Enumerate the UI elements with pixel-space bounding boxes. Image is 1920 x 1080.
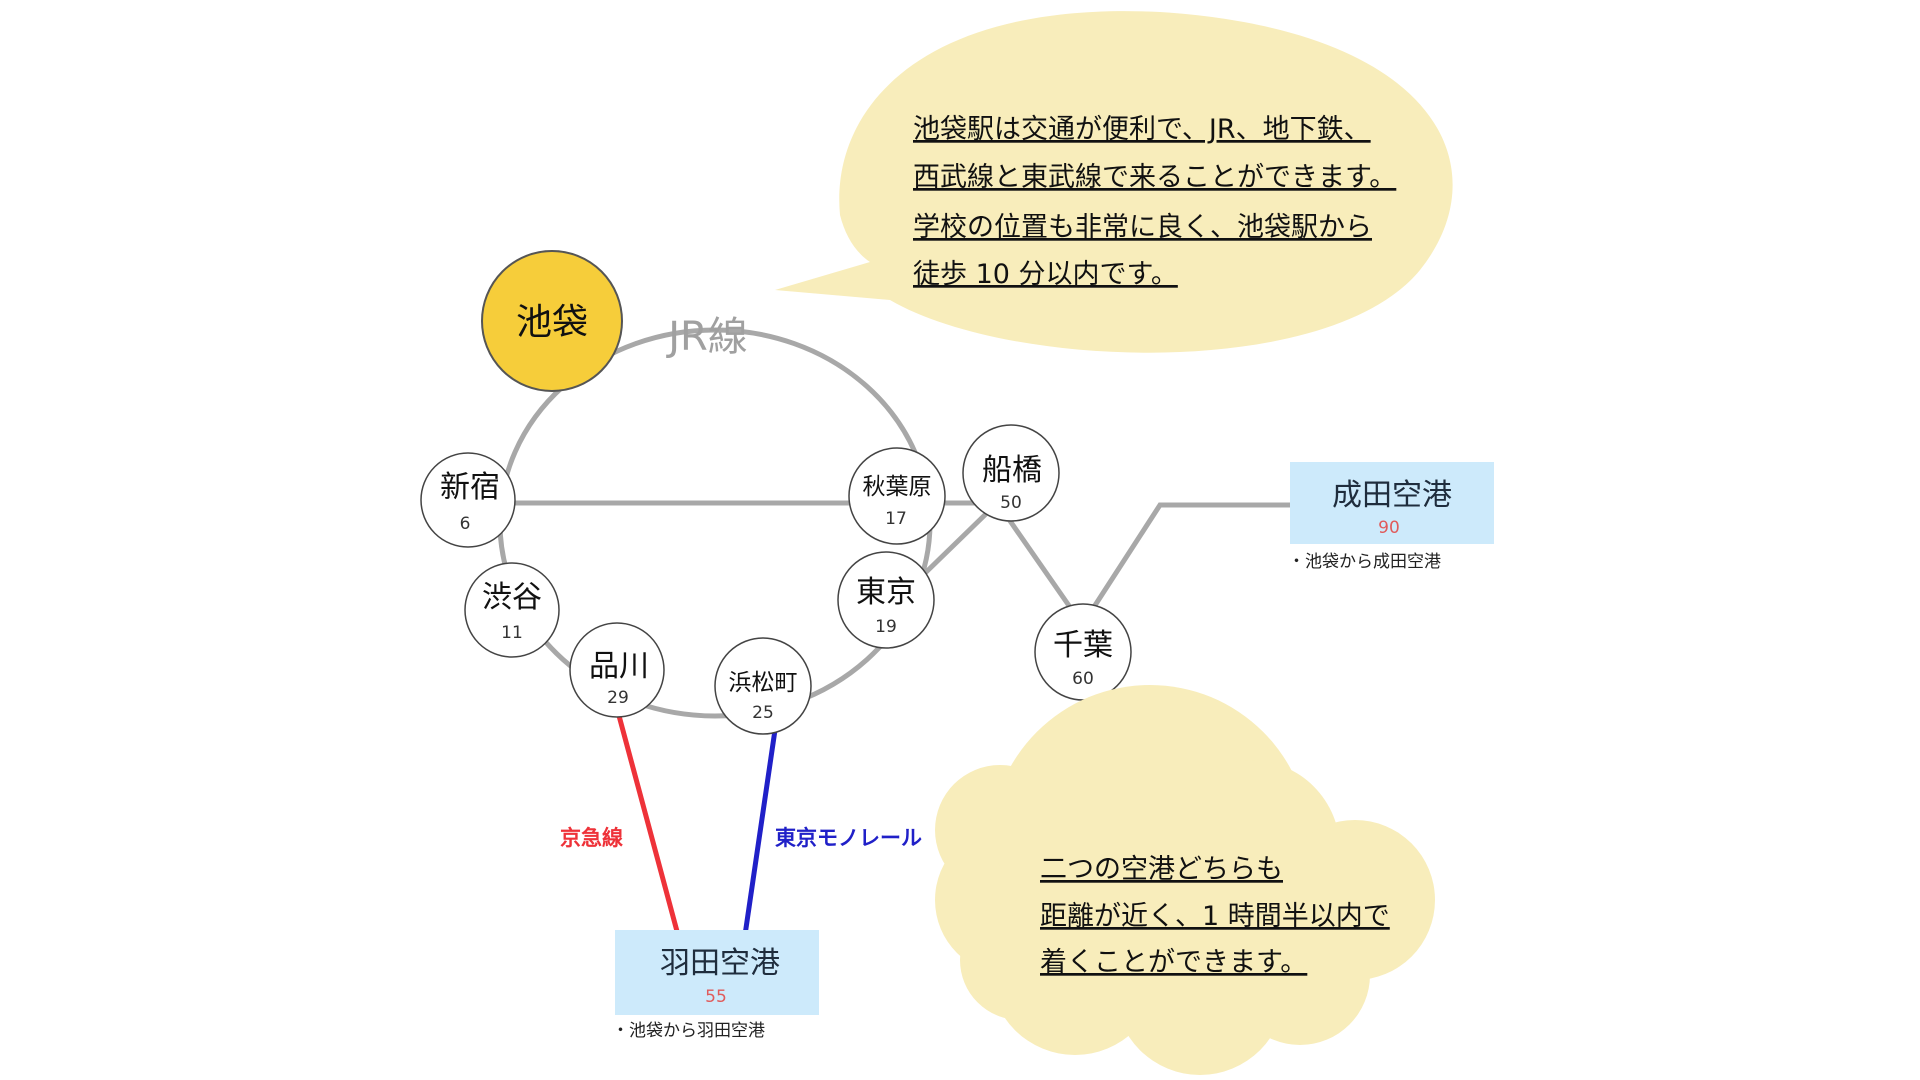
airport-haneda[interactable]: 羽田空港 55 bbox=[615, 930, 819, 1015]
narita-name: 成田空港 bbox=[1332, 478, 1452, 513]
funabashi-name: 船橋 bbox=[982, 453, 1042, 488]
cloud-shape bbox=[935, 685, 1435, 1075]
shinagawa-name: 品川 bbox=[589, 649, 649, 684]
shibuya-time: 11 bbox=[501, 623, 523, 643]
akihabara-name: 秋葉原 bbox=[863, 474, 932, 500]
keikyu-line-track bbox=[615, 711, 681, 936]
narita-box bbox=[1290, 462, 1494, 544]
akihabara-circle bbox=[848, 447, 946, 545]
tokyo-circle bbox=[837, 551, 935, 649]
speech-line-1: 池袋駅は交通が便利で、JR、地下鉄、 bbox=[913, 114, 1371, 145]
hamamatsucho-name: 浜松町 bbox=[729, 670, 798, 696]
cloud-bubble[interactable]: 二つの空港どちらも 距離が近く、1 時間半以内で 着くことができます。 bbox=[935, 685, 1435, 1075]
tokyo-name: 東京 bbox=[856, 575, 916, 610]
cloud-line-3: 着くことができます。 bbox=[1040, 947, 1307, 978]
station-shinagawa[interactable]: 品川 29 bbox=[569, 622, 665, 718]
airport-narita[interactable]: 成田空港 90 bbox=[1290, 462, 1494, 544]
monorail-line-label: 東京モノレール bbox=[775, 826, 922, 850]
station-tokyo[interactable]: 東京 19 bbox=[837, 551, 935, 649]
shinagawa-circle bbox=[569, 622, 665, 718]
station-akihabara[interactable]: 秋葉原 17 bbox=[848, 447, 946, 545]
chiba-name: 千葉 bbox=[1053, 628, 1113, 663]
narita-caption: ・池袋から成田空港 bbox=[1288, 552, 1441, 572]
tracks bbox=[467, 500, 1290, 936]
funabashi-circle bbox=[962, 424, 1060, 522]
keikyu-line-label: 京急線 bbox=[560, 826, 623, 850]
shinagawa-time: 29 bbox=[607, 688, 629, 708]
station-funabashi[interactable]: 船橋 50 bbox=[962, 424, 1060, 522]
haneda-time: 55 bbox=[705, 987, 727, 1007]
haneda-caption: ・池袋から羽田空港 bbox=[612, 1021, 765, 1041]
tokyo-funabashi-track bbox=[918, 508, 992, 580]
station-chiba[interactable]: 千葉 60 bbox=[1034, 603, 1132, 701]
speech-line-3: 学校の位置も非常に良く、池袋駅から bbox=[913, 212, 1372, 243]
haneda-name: 羽田空港 bbox=[660, 946, 780, 981]
station-shinjuku[interactable]: 新宿 6 bbox=[420, 452, 516, 548]
shinjuku-time: 6 bbox=[460, 514, 471, 534]
jr-line-label: JR線 bbox=[665, 314, 748, 360]
akihabara-time: 17 bbox=[885, 509, 907, 529]
funabashi-chiba-track bbox=[1005, 516, 1075, 612]
speech-bubble-shape bbox=[775, 11, 1453, 353]
cloud-line-1: 二つの空港どちらも bbox=[1040, 854, 1283, 885]
shibuya-circle bbox=[464, 562, 560, 658]
shibuya-name: 渋谷 bbox=[482, 580, 542, 615]
speech-line-2: 西武線と東武線で来ることができます。 bbox=[913, 162, 1396, 193]
station-shibuya[interactable]: 渋谷 11 bbox=[464, 562, 560, 658]
hamamatsucho-circle bbox=[714, 637, 812, 735]
shinjuku-circle bbox=[420, 452, 516, 548]
cloud-line-2: 距離が近く、1 時間半以内で bbox=[1040, 901, 1390, 932]
speech-bubble: 池袋駅は交通が便利で、JR、地下鉄、 西武線と東武線で来ることができます。 学校… bbox=[775, 11, 1453, 353]
hamamatsucho-time: 25 bbox=[752, 703, 774, 723]
shinjuku-name: 新宿 bbox=[440, 470, 500, 505]
station-hamamatsucho[interactable]: 浜松町 25 bbox=[714, 637, 812, 735]
narita-time: 90 bbox=[1378, 518, 1400, 538]
ikebukuro-circle bbox=[481, 250, 623, 392]
chiba-time: 60 bbox=[1072, 669, 1094, 689]
speech-line-4: 徒歩 10 分以内です。 bbox=[913, 259, 1178, 290]
tokyo-time: 19 bbox=[875, 617, 897, 637]
station-ikebukuro[interactable]: 池袋 bbox=[481, 250, 623, 392]
ikebukuro-name: 池袋 bbox=[516, 302, 588, 343]
monorail-track bbox=[742, 729, 778, 936]
haneda-box bbox=[615, 930, 819, 1015]
chiba-narita-track bbox=[1089, 502, 1290, 612]
funabashi-time: 50 bbox=[1000, 493, 1022, 513]
